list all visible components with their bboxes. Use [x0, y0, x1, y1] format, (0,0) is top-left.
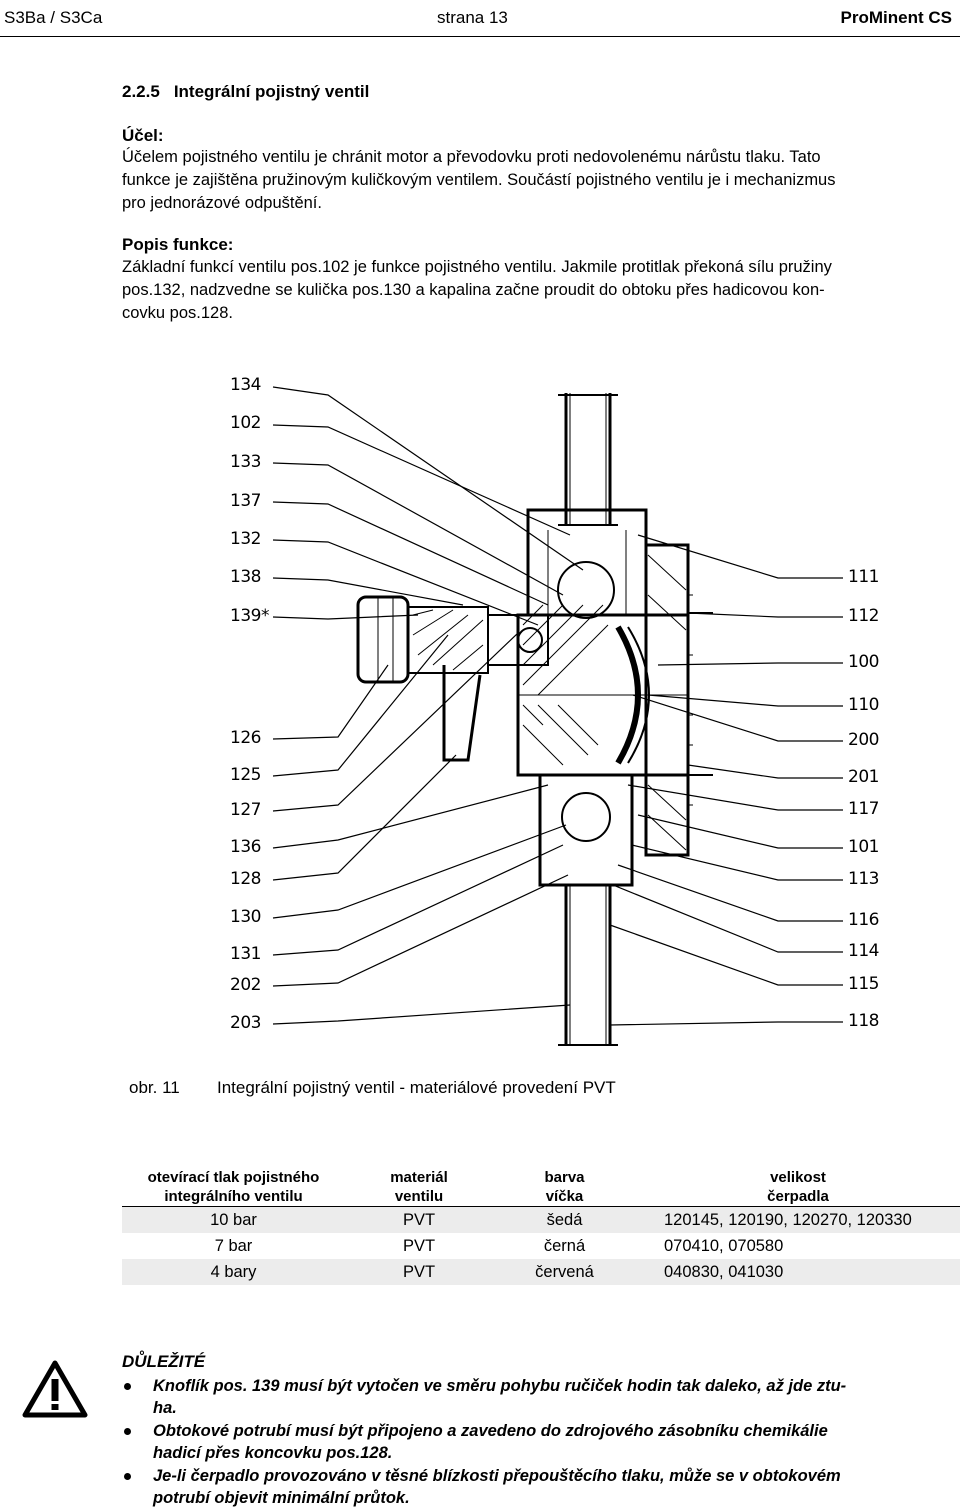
callout-label: 118 [848, 1011, 879, 1031]
callout-label: 127 [230, 800, 261, 820]
table-cell: 4 bary [122, 1259, 345, 1285]
table-cell: PVT [402, 1236, 436, 1255]
callout-label: 111 [848, 567, 879, 587]
callout-label: 203 [230, 1013, 261, 1033]
figure-caption-number: obr. 11 [129, 1078, 180, 1097]
callout-label: 125 [230, 765, 261, 785]
table-row: 7 bar PVT černá 070410, 070580 [122, 1233, 960, 1259]
table-cell: černá [543, 1236, 586, 1255]
purpose-line: funkce je zajištěna pružinovým kuličkový… [122, 171, 836, 189]
callout-label: 136 [230, 837, 261, 857]
callout-label: 115 [848, 974, 879, 994]
table-cell: 10 bar [122, 1206, 345, 1233]
header-brand: ProMinent CS [840, 8, 952, 27]
callout-label: 112 [848, 606, 879, 626]
important-list: Knoflík pos. 139 musí být vytočen ve smě… [122, 1375, 958, 1510]
purpose-label: Účel: [122, 126, 164, 145]
callout-label: 117 [848, 799, 879, 819]
table-cell: 070410, 070580 [664, 1236, 784, 1255]
important-label: DŮLEŽITÉ [122, 1352, 206, 1371]
section-number: 2.2.5 [122, 82, 160, 101]
page-header: S3Ba / S3Ca strana 13 ProMinent CS [0, 8, 960, 32]
list-item: Knoflík pos. 139 musí být vytočen ve smě… [122, 1375, 958, 1419]
callout-label: 132 [230, 529, 261, 549]
callout-label: 202 [230, 975, 261, 995]
function-paragraph: Základní funkcí ventilu pos.102 je funkc… [122, 256, 954, 325]
callout-label: 126 [230, 728, 261, 748]
function-label: Popis funkce: [122, 235, 234, 254]
callout-label: 114 [848, 941, 879, 961]
function-line: covku pos.128. [122, 304, 233, 322]
bullet-icon [124, 1473, 131, 1480]
header-page-number: strana 13 [437, 8, 508, 27]
table-cell: 7 bar [214, 1236, 253, 1255]
header-divider [0, 36, 960, 37]
callout-label: 100 [848, 652, 879, 672]
table-cell: šedá [493, 1206, 636, 1233]
purpose-line: pro jednorázové odpuštění. [122, 194, 322, 212]
callout-label: 201 [848, 767, 879, 787]
valve-drawing [272, 386, 843, 1046]
callout-label: 116 [848, 910, 879, 930]
callout-label: 134 [230, 375, 261, 395]
warning-triangle-icon [22, 1360, 88, 1418]
callout-label: 113 [848, 869, 879, 889]
function-line: Základní funkcí ventilu pos.102 je funkc… [122, 258, 832, 276]
table-cell: červená [493, 1259, 636, 1285]
list-item: Obtokové potrubí musí být připojeno a za… [122, 1420, 958, 1464]
callout-label: 110 [848, 695, 879, 715]
section-title: Integrální pojistný ventil [173, 82, 370, 101]
callout-label: 133 [230, 452, 261, 472]
list-item: Je-li čerpadlo provozováno v těsné blízk… [122, 1465, 958, 1509]
table-row: 4 bary PVT červená 040830, 041030 [122, 1259, 960, 1285]
bullet-icon [124, 1383, 131, 1390]
figure-caption-text: Integrální pojistný ventil - materiálové… [217, 1078, 616, 1097]
table-cell: PVT [345, 1206, 493, 1233]
purpose-paragraph: Účelem pojistného ventilu je chránit mot… [122, 146, 954, 215]
callout-label: 139* [230, 606, 269, 626]
callout-label: 102 [230, 413, 261, 433]
table-cell: 040830, 041030 [636, 1259, 960, 1285]
callout-label: 138 [230, 567, 261, 587]
purpose-line: Účelem pojistného ventilu je chránit mot… [122, 148, 821, 166]
valve-cross-section-figure: 134 102 133 137 132 138 139* 126 125 127… [218, 365, 888, 1055]
callout-label: 131 [230, 944, 261, 964]
header-left: S3Ba / S3Ca [4, 8, 103, 27]
table-row: 10 bar PVT šedá 120145, 120190, 120270, … [122, 1206, 960, 1233]
section-heading: 2.2.5 Integrální pojistný ventil [122, 82, 369, 102]
table-cell: 120145, 120190, 120270, 120330 [636, 1206, 960, 1233]
callout-label: 101 [848, 837, 879, 857]
callout-label: 130 [230, 907, 261, 927]
table-cell: PVT [345, 1259, 493, 1285]
callout-label: 137 [230, 491, 261, 511]
bullet-icon [124, 1428, 131, 1435]
callout-label: 128 [230, 869, 261, 889]
function-line: pos.132, nadzvedne se kulička pos.130 a … [122, 281, 825, 299]
callout-label: 200 [848, 730, 879, 750]
